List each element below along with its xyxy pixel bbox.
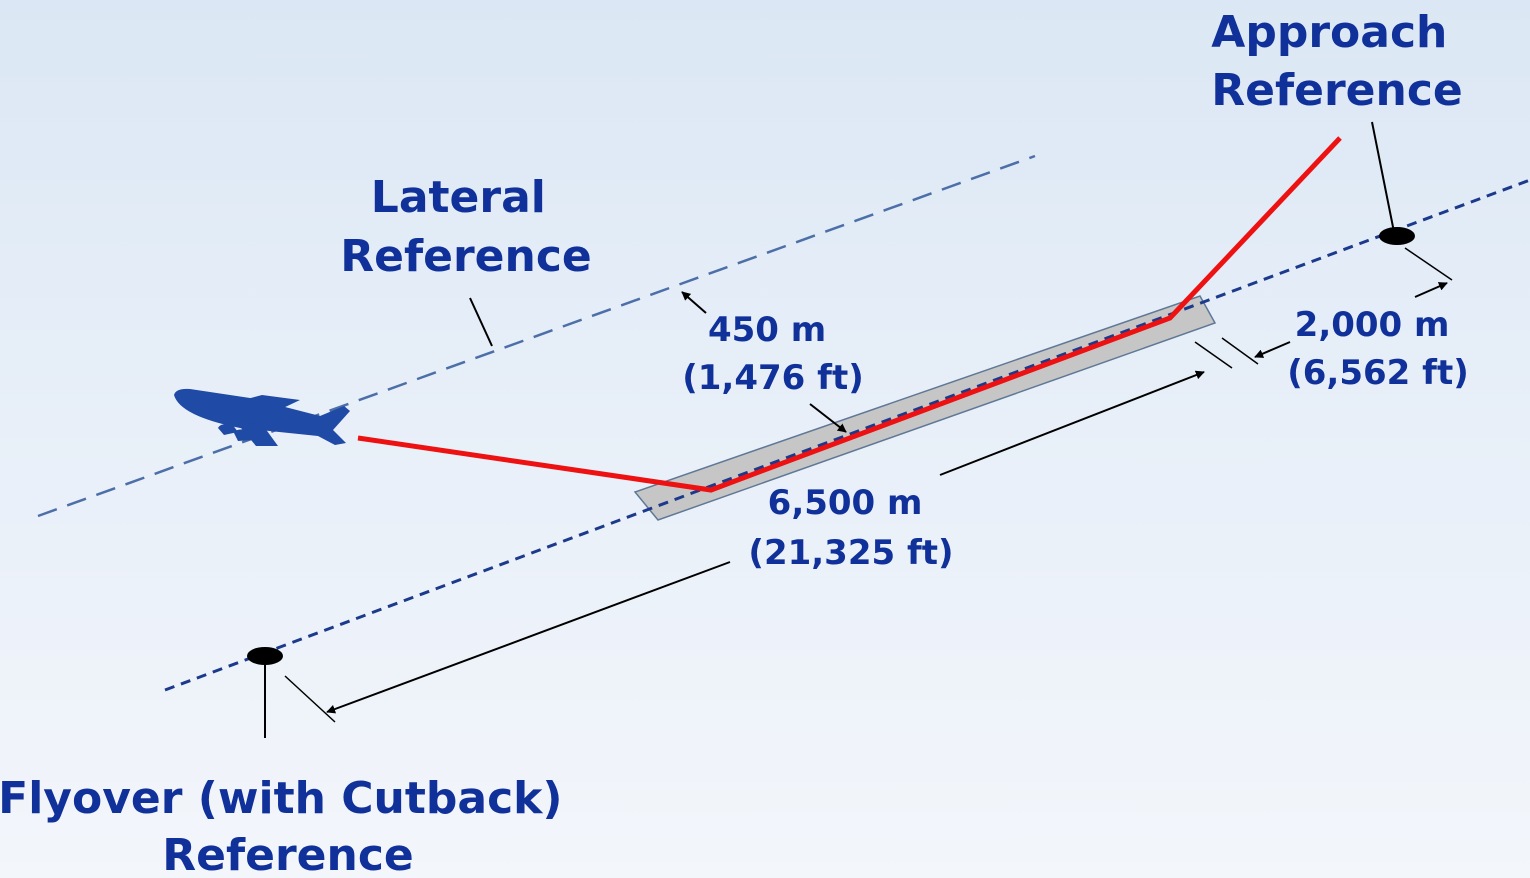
runway-distance-arrow-right	[939, 370, 1205, 476]
approach-reference-marker	[1379, 227, 1415, 245]
lateral-offset-label: 450 m (1,476 ft)	[682, 310, 864, 398]
approach-extension-line	[1404, 247, 1453, 281]
flight-path	[357, 136, 1342, 493]
lateral-offset-arrow-top	[681, 291, 707, 314]
runway-start-extension-line	[1194, 341, 1233, 369]
runway-centerline	[164, 178, 1530, 692]
flyover-extension-line	[284, 675, 336, 723]
approach-distance-label: 2,000 m (6,562 ft)	[1287, 305, 1469, 393]
runway-distance-arrow-left	[326, 561, 731, 714]
approach-distance-arrow-right	[1414, 282, 1448, 298]
flyover-reference-label: Flyover (with Cutback) Reference	[0, 773, 578, 878]
lateral-leader-line	[469, 297, 493, 347]
lateral-reference-line	[37, 154, 1036, 518]
aircraft-icon	[174, 388, 350, 446]
approach-reference-label: Approach Reference	[1211, 7, 1463, 116]
lateral-reference-label: Lateral Reference	[340, 172, 592, 282]
runway-distance-label: 6,500 m (21,325 ft)	[748, 483, 953, 573]
lateral-offset-arrow-bottom	[809, 403, 847, 433]
runway-end-extension-line	[1221, 337, 1259, 365]
approach-distance-arrow-left	[1254, 341, 1291, 358]
approach-leader-line	[1371, 121, 1395, 233]
flyover-reference-marker	[247, 647, 283, 665]
